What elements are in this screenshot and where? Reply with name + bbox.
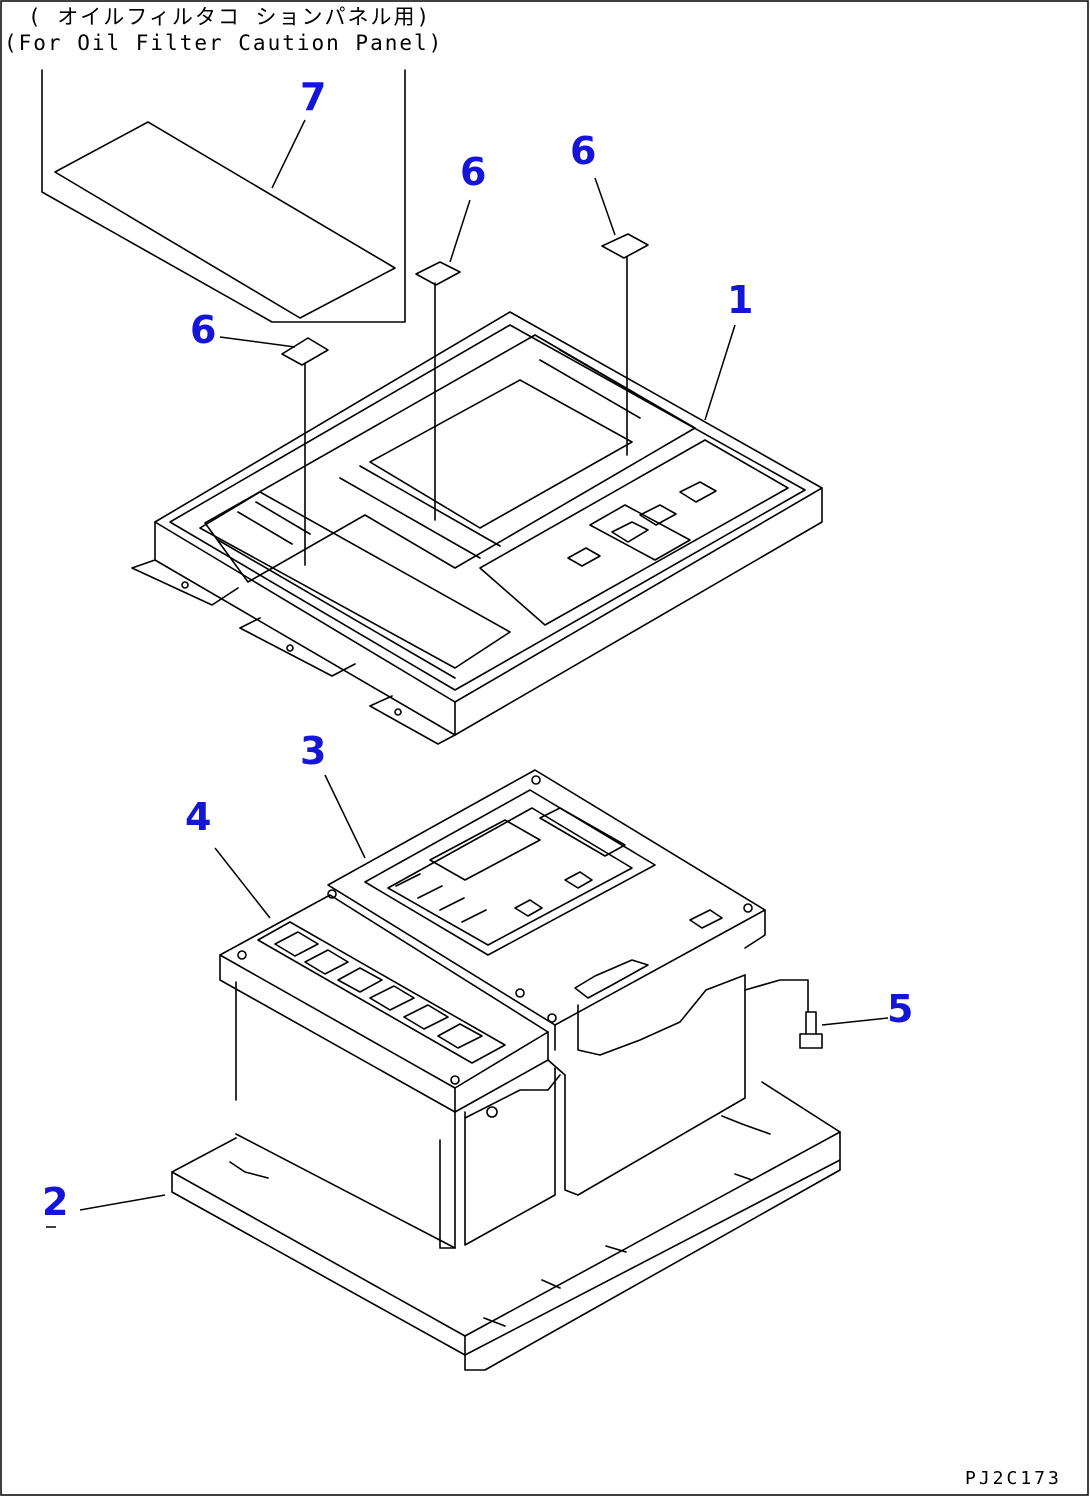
callout-6-middle: 6 <box>460 150 486 194</box>
part-1-monitor-panel <box>131 311 823 745</box>
part-6-label-right <box>601 233 649 456</box>
callout-1: 1 <box>727 278 753 322</box>
part-4-gauge-unit <box>219 894 746 1249</box>
callout-2: 2 <box>42 1180 68 1224</box>
part-6-label-middle <box>415 261 461 521</box>
drawing-code: PJ2C173 <box>965 1468 1062 1489</box>
callout-6-right: 6 <box>570 129 596 173</box>
callout-6-left: 6 <box>190 308 216 352</box>
part-5-bolt <box>744 979 823 1049</box>
note-japanese: ( オイルフィルタコ ションパネル用) <box>28 5 431 29</box>
leader-4 <box>214 847 271 919</box>
leader-1 <box>704 324 736 421</box>
part-7-caution-panel <box>54 121 396 319</box>
note-bracket <box>41 69 406 323</box>
note-english: (For Oil Filter Caution Panel) <box>4 31 443 55</box>
leader-6-middle <box>449 199 471 263</box>
part-2-base-plate <box>171 1081 841 1371</box>
callout-4: 4 <box>185 795 211 839</box>
leader-6-right <box>594 177 616 236</box>
callout-5: 5 <box>887 987 913 1031</box>
leader-2 <box>79 1194 166 1211</box>
callout-7: 7 <box>300 75 326 119</box>
part-3-monitor-unit <box>327 769 766 1056</box>
leader-7 <box>271 119 306 189</box>
leader-6-left <box>219 336 296 348</box>
leader-5 <box>821 1017 889 1026</box>
callout-3: 3 <box>300 729 326 773</box>
leader-3 <box>324 774 366 859</box>
